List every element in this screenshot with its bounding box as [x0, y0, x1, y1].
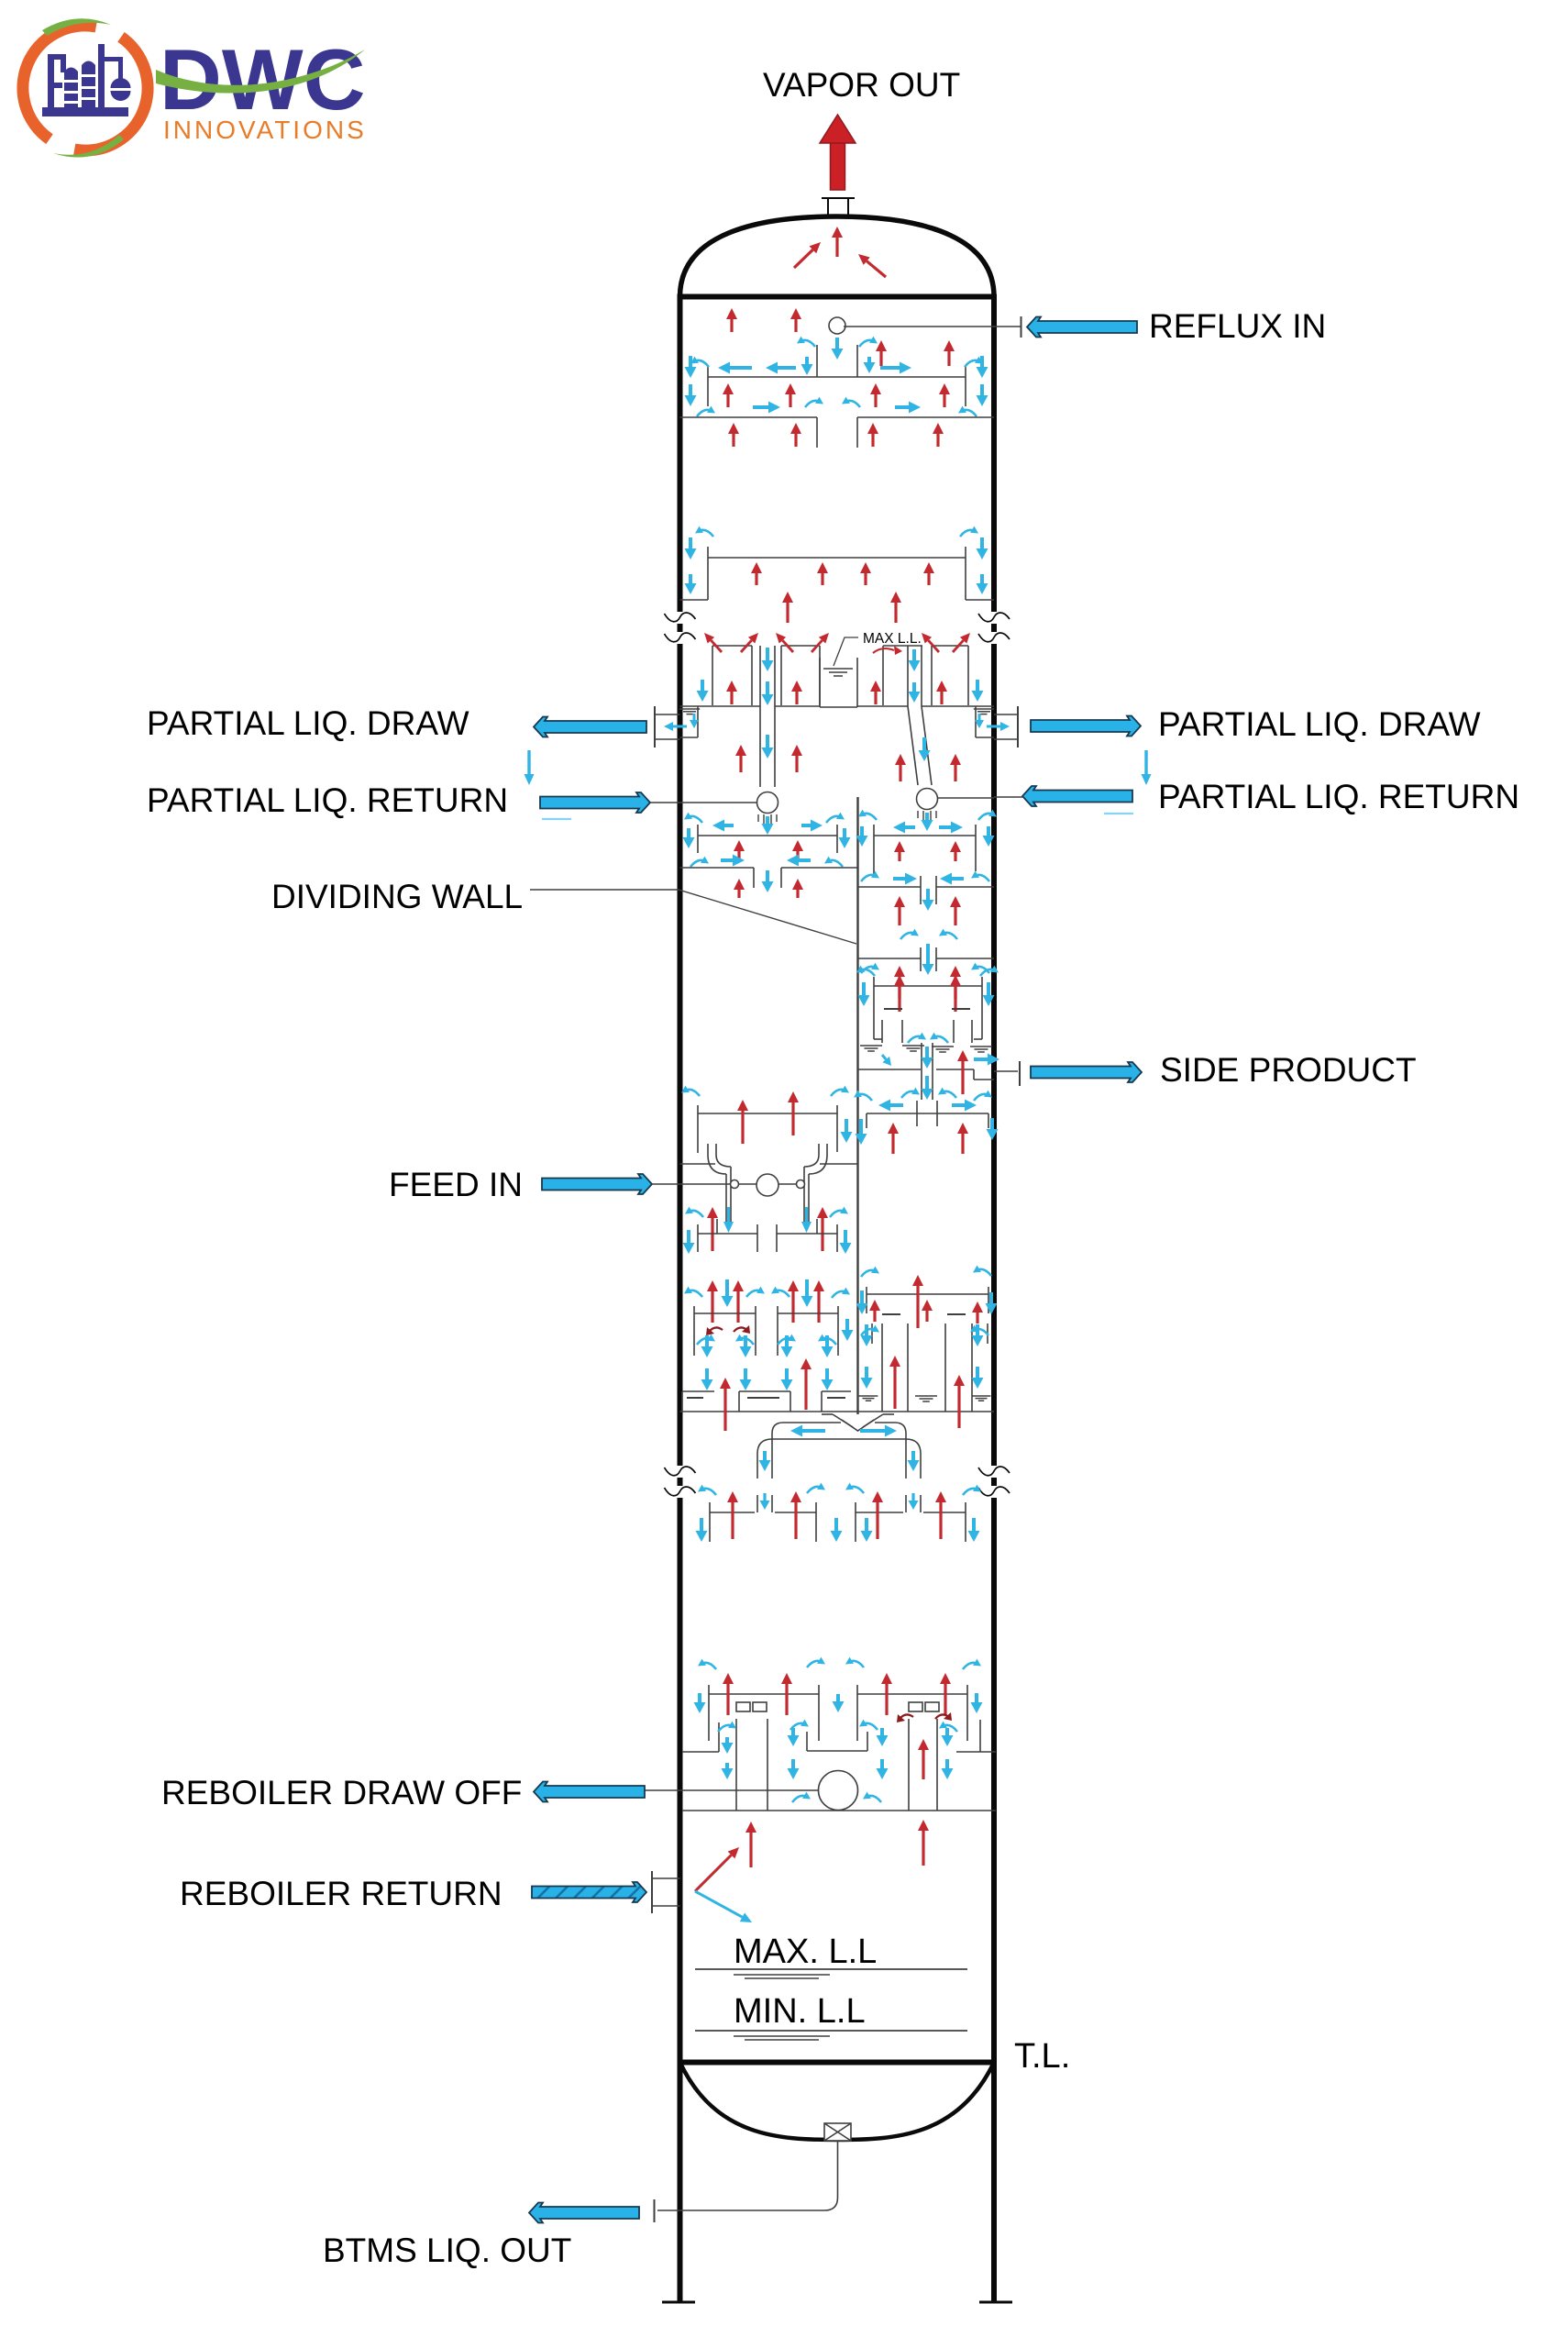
- svg-text:DIVIDING WALL: DIVIDING WALL: [271, 878, 523, 915]
- svg-text:REFLUX IN: REFLUX IN: [1149, 307, 1326, 345]
- svg-text:PARTIAL LIQ. RETURN: PARTIAL LIQ. RETURN: [1158, 778, 1519, 815]
- svg-text:T.L.: T.L.: [1014, 2037, 1070, 2076]
- svg-text:REBOILER RETURN: REBOILER RETURN: [180, 1875, 502, 1912]
- svg-text:SIDE PRODUCT: SIDE PRODUCT: [1160, 1051, 1417, 1089]
- svg-text:PARTIAL LIQ. RETURN: PARTIAL LIQ. RETURN: [147, 781, 508, 819]
- svg-text:FEED IN: FEED IN: [389, 1166, 523, 1203]
- svg-text:MAX. L.L: MAX. L.L: [734, 1933, 877, 1971]
- svg-text:BTMS LIQ. OUT: BTMS LIQ. OUT: [323, 2232, 571, 2269]
- svg-text:PARTIAL LIQ. DRAW: PARTIAL LIQ. DRAW: [147, 704, 469, 742]
- svg-text:MAX L.L.: MAX L.L.: [863, 631, 922, 647]
- svg-text:PARTIAL LIQ. DRAW: PARTIAL LIQ. DRAW: [1158, 705, 1481, 743]
- svg-text:INNOVATIONS: INNOVATIONS: [163, 116, 367, 144]
- svg-text:VAPOR OUT: VAPOR OUT: [763, 66, 960, 104]
- svg-text:DWC: DWC: [160, 31, 366, 127]
- svg-text:MIN. L.L: MIN. L.L: [734, 1992, 866, 2031]
- svg-text:REBOILER DRAW OFF: REBOILER DRAW OFF: [161, 1774, 522, 1811]
